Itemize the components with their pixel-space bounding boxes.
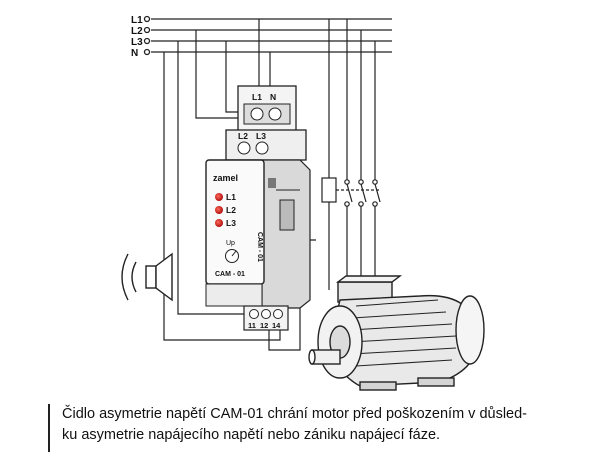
wiring [163, 19, 376, 351]
terminal-label-mid-2: L3 [256, 131, 266, 141]
led-label-l2: L2 [226, 205, 236, 215]
caption: Čidlo asymetrie napětí CAM-01 chrání mot… [48, 404, 596, 452]
caption-line-2: ku asymetrie napájecího napětí nebo záni… [62, 427, 441, 443]
wiring-diagram: L1 L2 L3 N [121, 15, 485, 391]
led-label-l1: L1 [226, 192, 236, 202]
side-model-label: CAM - 01 [256, 232, 263, 262]
terminal-label-top-1: L1 [252, 92, 262, 102]
relay-module [205, 85, 311, 331]
terminal-label-bottom-1: 11 [248, 321, 256, 330]
terminal-label-bottom-3: 14 [272, 321, 281, 330]
knob-label: Up [226, 240, 235, 247]
supply-bus [143, 15, 392, 56]
terminal-label-bottom-2: 12 [260, 321, 268, 330]
contactor-coil [321, 177, 337, 203]
bus-label-l2: L2 [131, 26, 143, 37]
caption-line-1: Čidlo asymetrie napětí CAM-01 chrání mot… [62, 406, 528, 422]
contactor [321, 177, 381, 207]
bus-label-n: N [131, 48, 138, 59]
model-label: CAM - 01 [215, 271, 245, 278]
brand-logo: zamel [213, 173, 238, 183]
motor-icon [308, 275, 485, 391]
led-label-l3: L3 [226, 218, 236, 228]
terminal-label-mid-1: L2 [238, 131, 248, 141]
led-l3-icon [215, 219, 223, 227]
bus-label-l3: L3 [131, 37, 143, 48]
led-l1-icon [215, 193, 223, 201]
bus-label-l1: L1 [131, 15, 143, 26]
buzzer-icon [121, 252, 173, 302]
led-l2-icon [215, 206, 223, 214]
terminal-label-top-2: N [270, 92, 276, 102]
